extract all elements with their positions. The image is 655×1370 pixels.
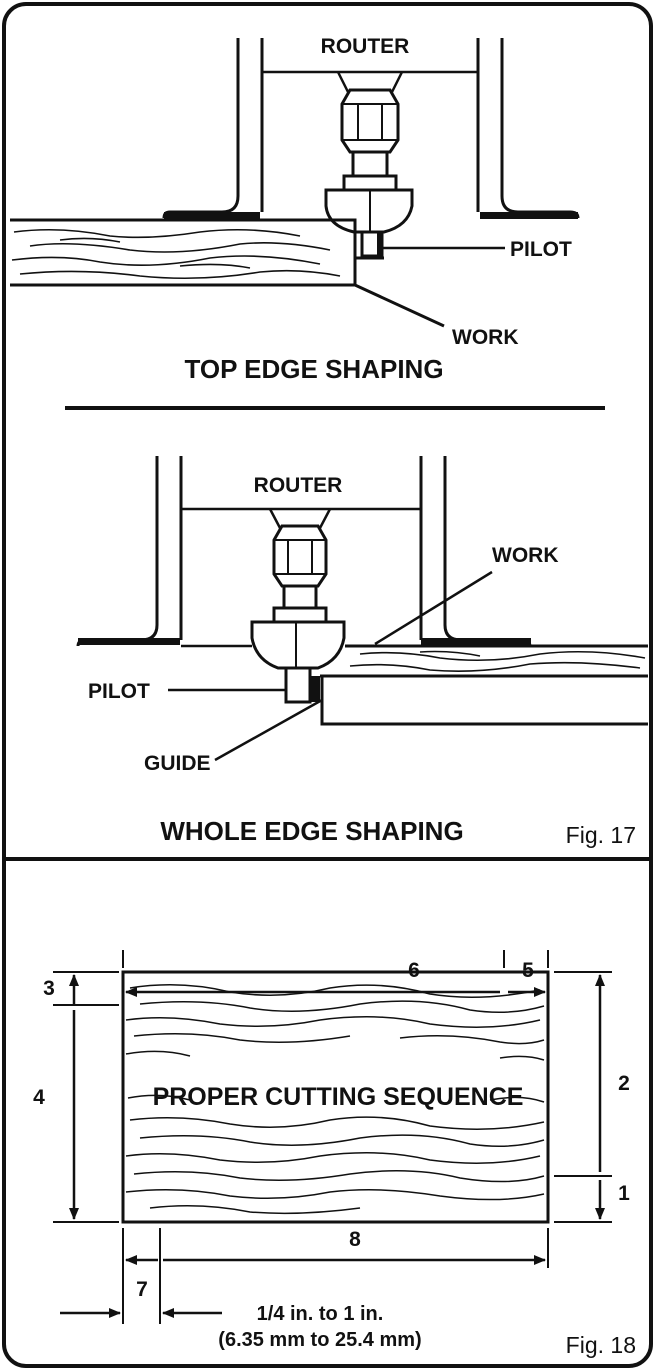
- step-5-label: 5: [522, 959, 534, 982]
- top-edge-shaping-drawing: [10, 38, 580, 328]
- cutting-sequence-drawing: [53, 950, 612, 1324]
- top-edge-shaping-caption: TOP EDGE SHAPING: [184, 354, 443, 384]
- whole-pilot-label: PILOT: [88, 680, 150, 703]
- depth-range-metric: (6.35 mm to 25.4 mm): [218, 1329, 421, 1351]
- whole-work-label: WORK: [492, 544, 559, 567]
- depth-range-imperial: 1/4 in. to 1 in.: [257, 1303, 384, 1325]
- top-work-label: WORK: [452, 326, 519, 349]
- step-6-label: 6: [408, 959, 420, 982]
- whole-edge-shaping-drawing: [76, 456, 648, 762]
- top-pilot-label: PILOT: [510, 238, 572, 261]
- fig-18-label: Fig. 18: [566, 1332, 636, 1358]
- step-1-label: 1: [618, 1182, 630, 1205]
- cutting-sequence-caption: PROPER CUTTING SEQUENCE: [153, 1083, 524, 1111]
- step-8-label: 8: [349, 1228, 361, 1251]
- whole-guide-label: GUIDE: [144, 752, 211, 775]
- step-3-label: 3: [43, 977, 55, 1000]
- top-router-label: ROUTER: [321, 35, 410, 58]
- whole-edge-shaping-caption: WHOLE EDGE SHAPING: [160, 816, 463, 846]
- step-2-label: 2: [618, 1072, 630, 1095]
- whole-router-label: ROUTER: [254, 474, 343, 497]
- fig-17-label: Fig. 17: [566, 822, 636, 848]
- step-7-label: 7: [136, 1278, 148, 1301]
- step-4-label: 4: [33, 1086, 45, 1109]
